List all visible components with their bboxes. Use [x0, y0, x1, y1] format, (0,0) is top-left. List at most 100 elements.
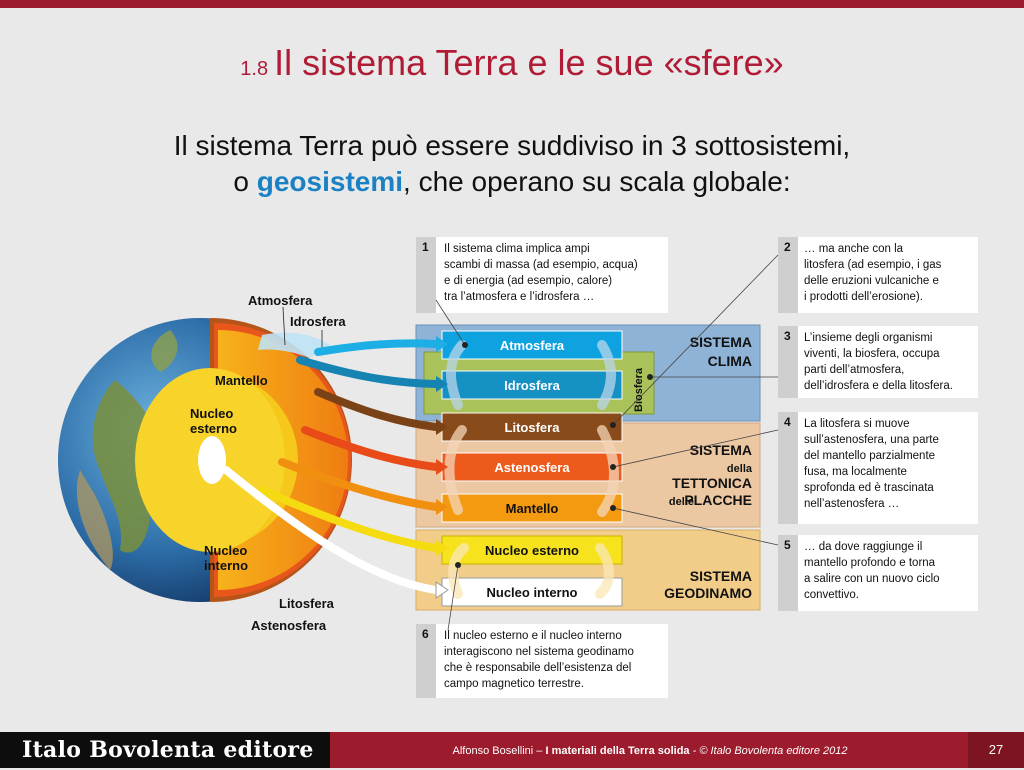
title-text: Il sistema Terra e le sue «sfere»	[274, 42, 784, 83]
note-3-line: viventi, la biosfera, occupa	[804, 348, 940, 360]
biosfera-label: Biosfera	[633, 367, 645, 412]
note-2-line: litosfera (ad esempio, i gas	[804, 259, 942, 271]
note-number-1: 1	[422, 240, 429, 254]
arrowhead	[436, 499, 448, 515]
sphere-bar-astenosfera	[441, 452, 623, 482]
note-1-line: scambi di massa (ad esempio, acqua)	[444, 259, 638, 271]
note-5-line: … da dove raggiunge il	[804, 541, 923, 553]
label-mantello: Mantello	[215, 373, 268, 388]
leader-line-6	[447, 564, 459, 631]
sistema-tettonica-label-4: delle	[669, 496, 694, 508]
cycle-arrow-clima-right	[597, 340, 616, 410]
inner-core	[198, 436, 226, 484]
note-4-line: nell’astenosfera …	[804, 498, 900, 510]
cycle-arrow-tettonica-left	[444, 425, 467, 515]
cycle-arrow-geodinamo-left	[448, 543, 469, 599]
note-6-line: Il nucleo esterno e il nucleo interno	[444, 630, 622, 642]
link-arrow-mantello	[278, 458, 440, 511]
arrowhead	[436, 376, 448, 392]
intro-prefix: o	[233, 166, 257, 197]
note-2-line: delle eruzioni vulcaniche e	[804, 275, 939, 287]
note-3-line: parti dell’atmosfera,	[804, 364, 905, 376]
sphere-label-litosfera: Litosfera	[505, 420, 561, 435]
note-2-line: … ma anche con la	[804, 243, 904, 255]
sistema-geodinamo-label-1: SISTEMA	[690, 568, 752, 584]
link-arrow-nucleo-interno	[222, 466, 440, 594]
note-6-line: interagiscono nel sistema geodinamo	[444, 646, 634, 658]
page-number: 27	[968, 732, 1024, 768]
note-5: … da dove raggiunge il mantello profondo…	[804, 539, 940, 603]
sphere-bar-nucleo-interno	[441, 577, 623, 607]
link-arrow-idrosfera	[296, 356, 440, 388]
note-box-1	[416, 237, 668, 313]
cycle-arrow-tettonica-right	[597, 425, 619, 517]
sphere-label-atmosfera: Atmosfera	[500, 338, 565, 353]
arrowhead	[436, 459, 448, 475]
note-4-line: fusa, ma localmente	[804, 466, 907, 478]
note-6: Il nucleo esterno e il nucleo interno in…	[444, 628, 634, 692]
link-arrow-atmosfera	[314, 339, 440, 356]
label-idrosfera: Idrosfera	[290, 314, 346, 329]
sphere-label-nucleo-interno: Nucleo interno	[486, 585, 577, 600]
continent-shape	[151, 330, 178, 372]
note-4: La litosfera si muove sull’astenosfera, …	[804, 416, 939, 512]
footer-copyright: - © Italo Bovolenta editore 2012	[689, 745, 848, 757]
label-nucleo-interno-2: interno	[204, 558, 248, 573]
note-boxes	[416, 237, 978, 698]
leader-line-1	[435, 299, 466, 346]
note-box-6	[416, 624, 668, 698]
link-arrow-astenosfera	[301, 426, 440, 471]
note-2: … ma anche con la litosfera (ad esempio,…	[804, 241, 941, 305]
note-5-line: a salire con un nuovo ciclo	[804, 573, 940, 585]
note-4-line: sull’astenosfera, una parte	[804, 434, 939, 446]
publisher-logo: Italo Bovolenta editore	[0, 732, 330, 768]
sistema-tettonica-label-3: TETTONICA	[672, 475, 752, 491]
note-number-5: 5	[784, 538, 791, 552]
note-6-line: che è responsabile dell’esistenza del	[444, 662, 632, 674]
note-number-6: 6	[422, 627, 429, 641]
intro-text: Il sistema Terra può essere suddiviso in…	[0, 128, 1024, 200]
top-accent-bar	[0, 0, 1024, 8]
note-1-line: e di energia (ad esempio, calore)	[444, 275, 613, 287]
note-4-line: sprofonda ed è trascinata	[804, 482, 934, 494]
note-box-5	[778, 535, 978, 611]
label-astenosfera: Astenosfera	[251, 618, 327, 633]
atmosphere-wedge	[258, 332, 330, 358]
sistema-tettonica-label-1: SISTEMA	[690, 442, 752, 458]
label-nucleo-esterno-2: esterno	[190, 421, 237, 436]
arrowhead	[436, 419, 448, 435]
intro-line-2: o geosistemi, che operano su scala globa…	[0, 164, 1024, 200]
arrowhead	[436, 336, 448, 352]
note-number-2: 2	[784, 240, 791, 254]
pointer-line	[282, 306, 286, 346]
label-nucleo-esterno-1: Nucleo	[190, 406, 233, 421]
leader-line-4	[612, 429, 779, 468]
cycle-arrow-clima-left	[445, 340, 467, 410]
note-3-line: dell’idrosfera e della litosfera.	[804, 380, 953, 392]
footer-bar: Italo Bovolenta editore Alfonso Bosellin…	[0, 732, 1024, 768]
note-box-4	[778, 412, 978, 524]
sistema-tettonica-label-5: PLACCHE	[684, 492, 752, 508]
sistema-clima-label-2: CLIMA	[708, 353, 752, 369]
sistema-clima-label-1: SISTEMA	[690, 334, 752, 350]
sistema-geodinamo-label-2: GEODINAMO	[664, 585, 752, 601]
arrowhead	[435, 581, 449, 599]
link-arrow-nucleo-esterno	[258, 486, 440, 552]
sphere-label-idrosfera: Idrosfera	[504, 378, 560, 393]
sphere-label-astenosfera: Astenosfera	[494, 460, 570, 475]
cycle-arrow-geodinamo-right	[595, 543, 614, 599]
arrowhead	[436, 540, 448, 556]
leader-line-2	[612, 254, 779, 426]
note-5-line: mantello profondo e torna	[804, 557, 936, 569]
note-1-line: tra l’atmosfera e l’idrosfera …	[444, 291, 595, 303]
leader-line-5	[612, 507, 779, 546]
note-6-line: campo magnetico terrestre.	[444, 678, 584, 690]
footer-author: Alfonso Bosellini –	[452, 745, 546, 757]
note-3-line: L’insieme degli organismi	[804, 332, 933, 344]
note-1-line: Il sistema clima implica ampi	[444, 243, 590, 255]
section-number: 1.8	[240, 58, 269, 80]
sphere-bar-litosfera	[441, 412, 623, 442]
footer-book-title: I materiali della Terra solida	[545, 745, 690, 757]
note-2-line: i prodotti dell’erosione).	[804, 291, 923, 303]
